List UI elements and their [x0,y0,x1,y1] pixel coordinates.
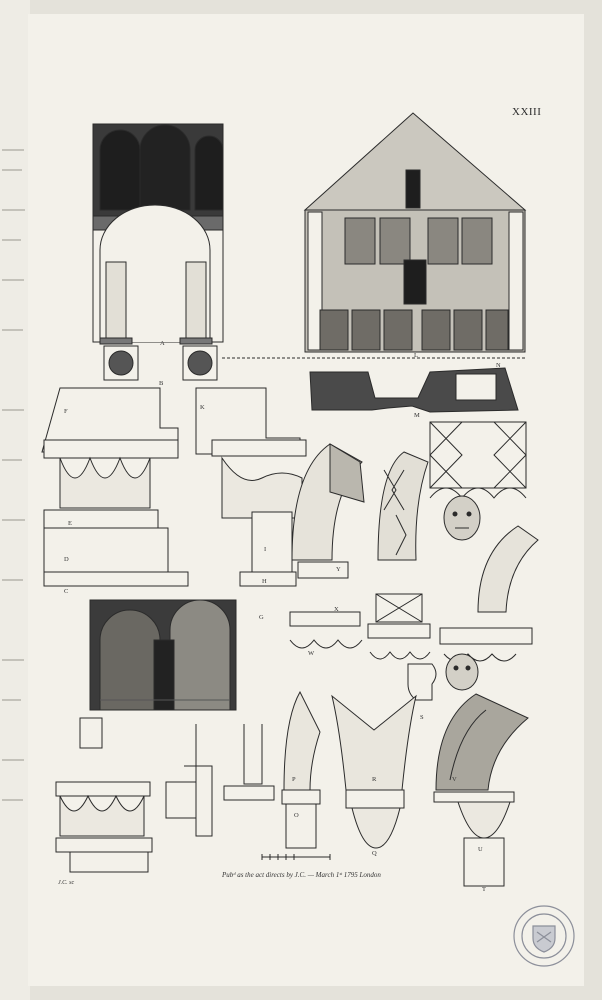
figure-label-l: L [414,352,418,359]
figure-label-w: W [308,650,315,657]
ornate-arch-capital-t-u [433,693,529,887]
scale-bar [261,854,331,860]
arch-voussoir-drawing [289,443,365,649]
figure-label-s: S [420,714,424,721]
chevron-arch-drawing [439,525,539,691]
diaper-column-drawing [367,451,431,660]
crypt-vignette [89,599,237,711]
figure-label-i: I [264,546,267,553]
figure-label-m: M [414,412,420,419]
figure-label-q: Q [372,850,377,857]
figure-label-c: C [64,588,69,595]
figure-label-u: U [478,846,483,853]
profile-molding-n1 [223,724,275,801]
figure-label-d: D [64,556,69,563]
plate-number: XXIII [512,106,542,118]
capital-profile-left [41,387,189,587]
figure-label-e: E [68,520,72,527]
capital-profile-bottom-left [55,717,153,873]
figure-label-a: A [160,340,165,347]
figure-label-p: P [292,776,296,783]
bracket-drawing [407,663,437,701]
figure-label-v: V [452,776,457,783]
figure-label-g: G [259,614,264,621]
arcade-elevation-drawing [92,123,224,381]
figure-label-h: H [262,578,267,585]
figure-label-n: N [496,362,501,369]
figure-label-k: K [200,404,205,411]
church-facade-drawing [222,112,527,359]
figure-label-f: F [64,408,68,415]
figure-label-b: B [159,380,164,387]
profile-molding-m1 [165,724,213,837]
publication-imprint: Pubᵈ as the act directs by J.C. — March … [222,871,381,879]
cusped-arch-profile-q-r [331,694,417,849]
left-page-text-fragment [2,149,25,801]
figure-label-o: O [294,812,299,819]
figure-label-x: X [334,606,339,613]
ground-plan-drawing [309,367,519,413]
left-page-edge [0,0,30,1000]
figure-label-y: Y [336,566,341,573]
capital-profile-middle [195,387,307,587]
figure-label-r: R [372,776,377,783]
figure-label-t: T [482,886,486,893]
lattice-panel-drawing [429,421,527,541]
pointed-arch-profile-o-p [281,690,321,849]
engraver-credit: J.C. sc [58,880,75,886]
library-stamp-icon [513,905,575,967]
